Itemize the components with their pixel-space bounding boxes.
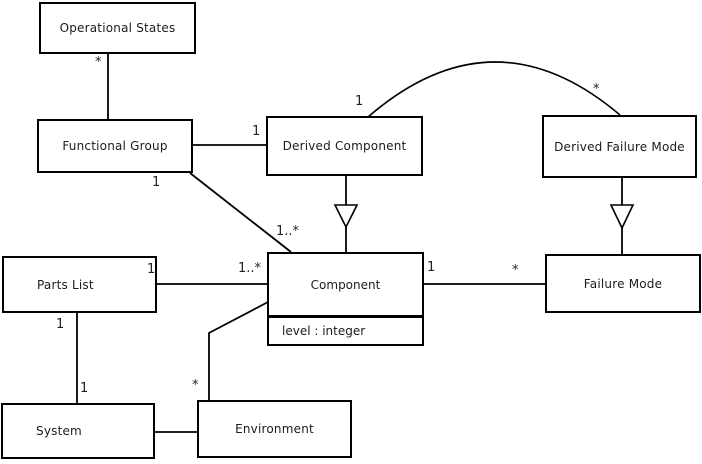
multiplicity-derived-component-end: 1 [252,124,261,139]
class-name-failure-mode: Failure Mode [583,276,663,291]
multiplicity-parts-list-source: 1 [147,262,156,277]
class-name-parts-list: Parts List [37,277,94,292]
class-box-derived-failure-mode: Derived Failure Mode [542,115,697,178]
edge-functional-group-component [189,172,292,253]
multiplicity-arc-derived-failure-mode: * [593,82,600,97]
multiplicity-component-failure-mode-source: 1 [427,260,436,275]
class-box-failure-mode: Failure Mode [545,254,701,313]
multiplicity-functional-group-component-target: 1..* [276,224,300,239]
class-box-functional-group: Functional Group [37,119,193,173]
multiplicity-arc-derived-component: 1 [355,94,364,109]
multiplicity-functional-group-source: 1 [152,175,161,190]
class-attribute-compartment: level : integer [269,318,422,344]
class-name-functional-group: Functional Group [62,139,168,153]
multiplicity-parts-list-system-target: 1 [80,381,89,396]
class-box-component: Component level : integer [267,252,424,346]
class-name-system: System [36,424,82,438]
class-name-environment: Environment [235,422,314,436]
class-box-derived-component: Derived Component [266,116,423,176]
inheritance-triangle-icon-derived-component [333,204,359,229]
class-name-derived-failure-mode: Derived Failure Mode [554,139,685,154]
class-name-component: Component [310,277,381,292]
class-box-environment: Environment [197,400,352,458]
class-box-operational-states: Operational States [39,2,196,54]
multiplicity-parts-list-system-source: 1 [56,317,65,332]
inheritance-triangle-icon-derived-failure-mode [609,204,635,230]
class-box-system: System [1,403,155,459]
class-box-parts-list: Parts List [2,256,157,313]
class-attribute-level: level : integer [282,324,366,338]
multiplicity-component-environment-target: * [192,378,199,393]
class-name-operational-states: Operational States [59,21,176,35]
edge-derived-component-derived-failure-mode-arc [367,61,621,118]
class-name-derived-component: Derived Component [282,139,407,153]
class-name-compartment: Component [269,254,422,318]
multiplicity-component-failure-mode-target: * [512,263,519,278]
multiplicity-parts-list-component-target: 1..* [238,261,262,276]
edge-component-environment [208,301,269,400]
multiplicity-operational-states: * [95,55,102,70]
